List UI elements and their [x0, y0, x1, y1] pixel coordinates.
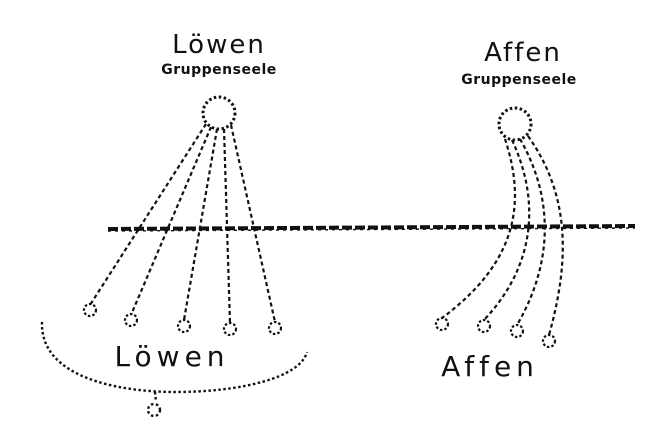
ape-strand-3 [516, 138, 546, 326]
lion-individual-4 [222, 321, 238, 337]
lion-strand-2 [129, 126, 213, 316]
lion-bracket-stem [153, 391, 158, 403]
lion-individuals [82, 302, 283, 337]
lion-soul-title: Löwen [172, 30, 266, 60]
lion-strand-1 [89, 123, 207, 306]
ape-group-soul-circle [497, 106, 533, 142]
ape-group-label: Affen [441, 350, 539, 383]
lion-soul-subtitle: Gruppenseele [161, 62, 277, 78]
ape-strand-1 [441, 138, 516, 319]
ape-soul-title: Affen [484, 38, 562, 68]
ape-individuals [434, 316, 557, 349]
lion-strand-5 [229, 124, 277, 323]
lion-strand-4 [222, 128, 232, 324]
ape-individual-4 [541, 333, 557, 349]
ape-soul-strands [441, 135, 564, 336]
lion-group-label: Löwen [114, 340, 230, 373]
lion-individual-2 [123, 312, 139, 328]
ape-strand-4 [527, 135, 564, 336]
lion-individual-5 [267, 320, 283, 336]
lion-strand-3 [182, 128, 219, 321]
lion-individual-3 [176, 318, 192, 334]
lion-bracket-curve [40, 321, 309, 394]
lion-bracket-knot [146, 402, 162, 418]
ape-strand-2 [483, 139, 531, 321]
ape-individual-3 [509, 323, 525, 339]
lion-soul-strands [89, 123, 277, 324]
ape-individual-1 [434, 316, 450, 332]
lion-group-bracket [40, 321, 309, 418]
ape-soul-subtitle: Gruppenseele [461, 72, 577, 88]
threshold-line [107, 224, 636, 232]
ape-individual-2 [476, 318, 492, 334]
lion-individual-1 [82, 302, 98, 318]
lion-group-soul-circle [201, 95, 237, 131]
